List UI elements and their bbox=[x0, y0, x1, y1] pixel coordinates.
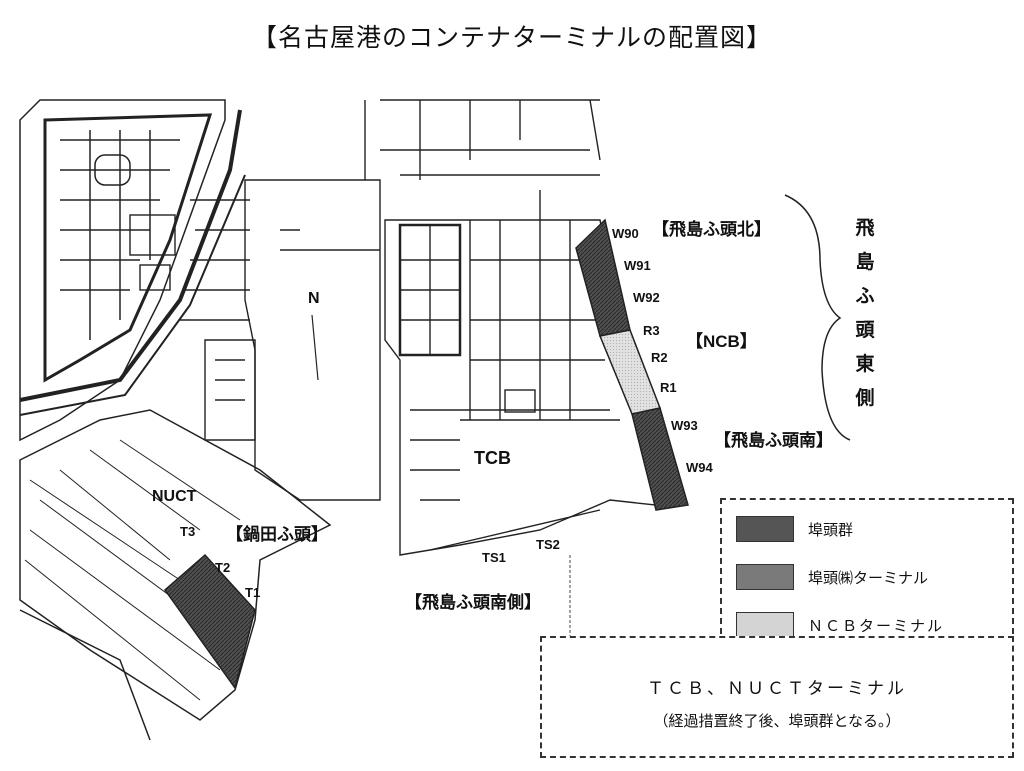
industrial-area bbox=[129, 99, 601, 501]
north-label: N bbox=[308, 290, 320, 307]
terminal-w93-w94 bbox=[631, 407, 689, 511]
berth-t3: T3 bbox=[180, 524, 196, 539]
legend-item: 埠頭㈱ターミナル bbox=[736, 564, 928, 590]
note-box: ＴＣＢ、ＮＵＣＴターミナル （経過措置終了後、埠頭群となる。） bbox=[540, 636, 1014, 758]
note-line2: （経過措置終了後、埠頭群となる。） bbox=[653, 713, 901, 730]
legend-label: 埠頭群 bbox=[808, 521, 854, 539]
vertical-char: 島 bbox=[855, 252, 875, 273]
east-brace bbox=[784, 194, 851, 441]
terminal-t1-t3 bbox=[163, 553, 256, 690]
legend-swatch-medium bbox=[736, 564, 794, 590]
vertical-char: 側 bbox=[855, 388, 875, 409]
legend: 埠頭群 埠頭㈱ターミナル ＮＣＢターミナル bbox=[720, 498, 1014, 654]
berth-w91: W91 bbox=[624, 258, 651, 273]
legend-label: 埠頭㈱ターミナル bbox=[808, 569, 929, 587]
legend-item: 埠頭群 bbox=[736, 516, 853, 542]
vertical-char: 飛 bbox=[855, 218, 875, 239]
legend-swatch-light bbox=[736, 612, 794, 638]
vertical-char: 東 bbox=[855, 354, 875, 375]
legend-swatch-dark bbox=[736, 516, 794, 542]
area-nuct: NUCT bbox=[152, 488, 197, 505]
note-line1: ＴＣＢ、ＮＵＣＴターミナル bbox=[647, 679, 907, 698]
pier-tobishima-south-side: 【飛島ふ頭南側】 bbox=[405, 593, 541, 612]
terminal-r1-r3 bbox=[598, 329, 662, 415]
tobishima-pier bbox=[384, 190, 656, 556]
pier-ncb: 【NCB】 bbox=[686, 332, 757, 351]
tobishima-east-vertical-label: 飛 島 ふ 頭 東 側 bbox=[852, 212, 878, 416]
berth-w90: W90 bbox=[612, 226, 639, 241]
berth-t1: T1 bbox=[245, 585, 261, 600]
berth-r2: R2 bbox=[651, 350, 668, 365]
pier-tobishima-north: 【飛島ふ頭北】 bbox=[652, 220, 771, 239]
city-area bbox=[19, 99, 246, 442]
pier-nabeta: 【鍋田ふ頭】 bbox=[226, 525, 328, 544]
berth-t2: T2 bbox=[215, 560, 231, 575]
berth-ts1: TS1 bbox=[482, 550, 506, 565]
nabeta-pier bbox=[19, 409, 332, 741]
berth-r3: R3 bbox=[643, 323, 660, 338]
north-arrow bbox=[311, 314, 319, 381]
legend-label: ＮＣＢターミナル bbox=[808, 617, 945, 635]
berth-w93: W93 bbox=[671, 418, 698, 433]
pier-tobishima-south: 【飛島ふ頭南】 bbox=[714, 431, 833, 450]
page-title: 【名古屋港のコンテナターミナルの配置図】 bbox=[251, 23, 772, 52]
berth-ts2: TS2 bbox=[536, 537, 560, 552]
vertical-char: 頭 bbox=[855, 320, 875, 341]
area-tcb: TCB bbox=[474, 448, 511, 468]
berth-w92: W92 bbox=[633, 290, 660, 305]
vertical-char: ふ bbox=[855, 286, 875, 307]
legend-item: ＮＣＢターミナル bbox=[736, 612, 944, 638]
berth-w94: W94 bbox=[686, 460, 713, 475]
berth-r1: R1 bbox=[660, 380, 677, 395]
